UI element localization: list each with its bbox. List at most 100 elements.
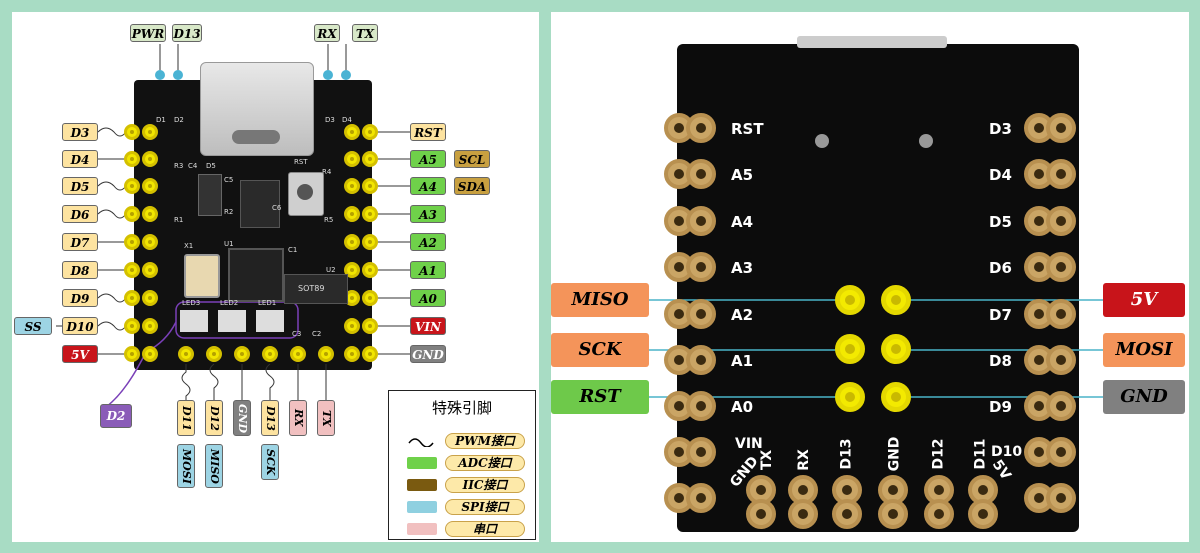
tag-right-7: VIN: [410, 317, 446, 335]
chip-u2: [284, 274, 348, 304]
header-pin: [1046, 299, 1076, 329]
header-pin: [686, 437, 716, 467]
legend-swatch: [407, 479, 437, 491]
tag-left-3: D6: [62, 205, 98, 223]
board-label-left-4: A2: [731, 306, 754, 324]
legend-row: IIC接口: [407, 477, 525, 493]
legend-swatch: [407, 501, 437, 513]
board-label-bottom-7: D11: [972, 438, 989, 470]
header-pin: [142, 318, 158, 334]
legend-label: ADC接口: [445, 455, 525, 471]
tag-left-6: D9: [62, 289, 98, 307]
board-label-bottom-4: D13: [838, 438, 855, 470]
pcb-label-r5: R5: [324, 216, 334, 224]
tag-right-6: A0: [410, 289, 446, 307]
pcb-label-u2: U2: [326, 266, 336, 274]
pcb-label-d4: D4: [342, 116, 352, 124]
pcb-label-led1: LED1: [258, 299, 277, 307]
pcb-label-d1: D1: [156, 116, 166, 124]
header-pin: [124, 262, 140, 278]
header-pin: [124, 346, 140, 362]
board-front-panel: PWR D13 RX TX D3 D4 D5 D6 D7 D8 D9 D10 5…: [12, 12, 539, 542]
tag-right-0: RST: [410, 123, 446, 141]
pcb-label-c4: C4: [188, 162, 198, 170]
header-pin: [344, 346, 360, 362]
tag-iic-scl: SCL: [454, 150, 490, 168]
legend-label: PWM接口: [445, 433, 525, 449]
callout-miso: MISO: [551, 283, 649, 317]
header-pin: [344, 234, 360, 250]
icsp-pin-mosi: [881, 334, 911, 364]
tag-right-5: A1: [410, 261, 446, 279]
icsp-pin-miso: [835, 285, 865, 315]
header-pin: [124, 318, 140, 334]
header-pin: [344, 151, 360, 167]
header-pin: [178, 346, 194, 362]
header-pin: [124, 206, 140, 222]
header-pin: [924, 499, 954, 529]
pcb-label-x1: X1: [184, 242, 194, 250]
chip-ch: [240, 180, 280, 228]
header-pin: [124, 151, 140, 167]
pcb-label-r4: R4: [322, 168, 332, 176]
board-label-left-2: A4: [731, 213, 754, 231]
indicator-dot: [155, 70, 165, 80]
board-label-right-0: D3: [989, 120, 1012, 138]
header-pin: [344, 262, 360, 278]
pcb-label-d5: D5: [206, 162, 216, 170]
callout-rst: RST: [551, 380, 649, 414]
header-pin: [686, 483, 716, 513]
tag-left-8: 5V: [62, 345, 98, 363]
header-pin: [686, 113, 716, 143]
legend-label: 串口: [445, 521, 525, 537]
pcb-label-led3: LED3: [182, 299, 201, 307]
pcb-label-r3: R3: [174, 162, 184, 170]
header-pin: [746, 499, 776, 529]
header-pin: [262, 346, 278, 362]
header-pin: [124, 290, 140, 306]
legend-row: PWM接口: [407, 433, 525, 449]
board-label-bottom-2: TX: [759, 449, 776, 471]
header-pin: [362, 346, 378, 362]
tag-top-0: PWR: [130, 24, 166, 42]
reset-button-cap: [297, 184, 313, 200]
tag-right-4: A2: [410, 233, 446, 251]
board-label-right-3: D6: [989, 259, 1012, 277]
legend-label: SPI接口: [445, 499, 525, 515]
icsp-pin-rst: [835, 382, 865, 412]
icsp-pin-5v: [881, 285, 911, 315]
tag-bottom-5: TX: [317, 400, 335, 436]
mount-hole: [919, 134, 933, 148]
header-pin: [686, 206, 716, 236]
legend-row: 串口: [407, 521, 525, 537]
header-pin: [686, 345, 716, 375]
board-label-right-6: D9: [989, 398, 1012, 416]
tag-spi-miso: MISO: [205, 444, 223, 488]
pcb-label-led2: LED2: [220, 299, 239, 307]
tag-iic-sda: SDA: [454, 177, 490, 195]
board-label-left-5: A1: [731, 352, 754, 370]
header-pin: [362, 151, 378, 167]
board-back-panel: RST A5 A4 A3 A2 A1 A0 D3 D4 D5 D6 D7 D8 …: [551, 12, 1189, 542]
header-pin: [1046, 252, 1076, 282]
header-pin: [142, 151, 158, 167]
legend-swatch: [407, 457, 437, 469]
tag-left-1: D4: [62, 150, 98, 168]
header-pin: [686, 159, 716, 189]
header-pin: [234, 346, 250, 362]
callout-gnd: GND: [1103, 380, 1185, 414]
led-3: [180, 310, 208, 332]
pcb-label-c3: C3: [292, 330, 302, 338]
header-pin: [344, 206, 360, 222]
header-pin: [142, 234, 158, 250]
pcb-back: [677, 44, 1079, 532]
board-label-right-2: D5: [989, 213, 1012, 231]
tag-bottom-3: D13: [261, 400, 279, 436]
header-pin: [290, 346, 306, 362]
callout-5v: 5V: [1103, 283, 1185, 317]
tag-top-2: RX: [314, 24, 340, 42]
header-pin: [362, 318, 378, 334]
board-label-left-1: A5: [731, 166, 754, 184]
indicator-dot: [323, 70, 333, 80]
header-pin: [124, 124, 140, 140]
